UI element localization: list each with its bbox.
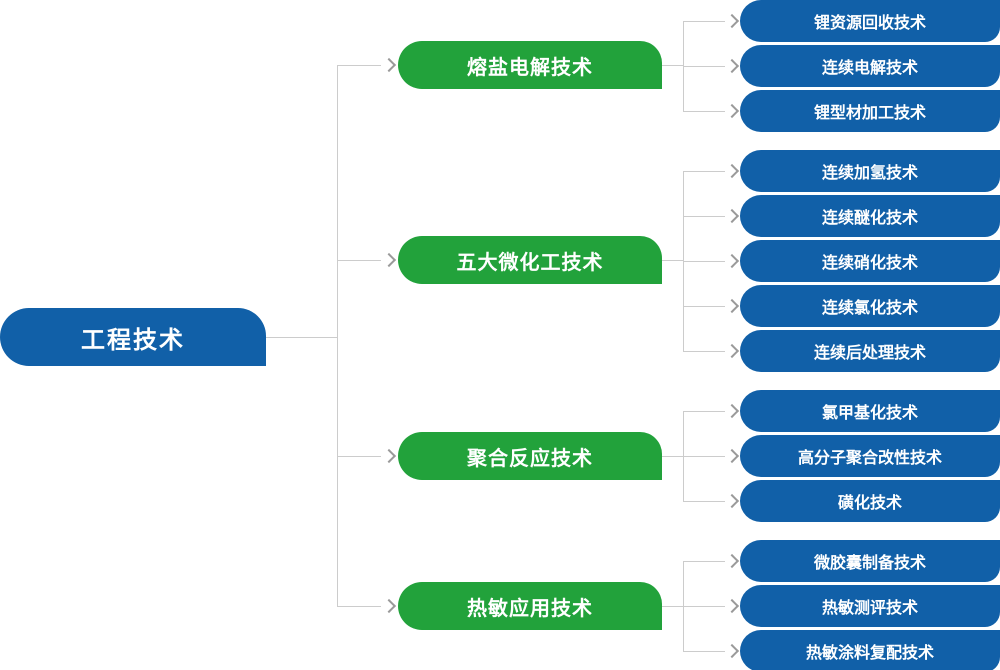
leaf-node: 连续氯化技术 — [740, 285, 1000, 327]
connector-line — [683, 171, 725, 172]
connector-line — [337, 65, 338, 606]
leaf-node: 连续电解技术 — [740, 45, 1000, 87]
connector-line — [266, 337, 337, 338]
connector-line — [683, 261, 725, 262]
connector-line — [683, 561, 725, 562]
chevron-right-icon — [381, 252, 397, 268]
leaf-node: 连续后处理技术 — [740, 330, 1000, 372]
chevron-right-icon — [724, 253, 740, 269]
chevron-right-icon — [381, 57, 397, 73]
chevron-right-icon — [724, 343, 740, 359]
chevron-right-icon — [724, 448, 740, 464]
chevron-right-icon — [724, 58, 740, 74]
chevron-right-icon — [381, 448, 397, 464]
connector-line — [337, 456, 381, 457]
leaf-node: 连续醚化技术 — [740, 195, 1000, 237]
connector-line — [683, 306, 725, 307]
leaf-node: 热敏涂料复配技术 — [740, 630, 1000, 670]
connector-line — [662, 456, 683, 457]
connector-line — [683, 501, 725, 502]
chevron-right-icon — [724, 493, 740, 509]
leaf-node: 连续硝化技术 — [740, 240, 1000, 282]
connector-line — [683, 351, 725, 352]
connector-line — [337, 606, 381, 607]
connector-line — [337, 65, 381, 66]
branch-node-molten-salt: 熔盐电解技术 — [398, 41, 662, 89]
leaf-node: 连续加氢技术 — [740, 150, 1000, 192]
leaf-node: 锂型材加工技术 — [740, 90, 1000, 132]
leaf-node: 锂资源回收技术 — [740, 0, 1000, 42]
chevron-right-icon — [724, 13, 740, 29]
chevron-right-icon — [724, 208, 740, 224]
connector-line — [683, 216, 725, 217]
leaf-node: 氯甲基化技术 — [740, 390, 1000, 432]
connector-line — [662, 65, 683, 66]
connector-line — [337, 260, 381, 261]
connector-line — [683, 651, 725, 652]
leaf-node: 热敏测评技术 — [740, 585, 1000, 627]
connector-line — [683, 21, 725, 22]
branch-node-polymerization: 聚合反应技术 — [398, 432, 662, 480]
chevron-right-icon — [724, 643, 740, 659]
chevron-right-icon — [724, 553, 740, 569]
root-node: 工程技术 — [0, 308, 266, 366]
chevron-right-icon — [724, 403, 740, 419]
chevron-right-icon — [381, 598, 397, 614]
branch-node-micro-chem: 五大微化工技术 — [398, 236, 662, 284]
connector-line — [683, 606, 725, 607]
chevron-right-icon — [724, 163, 740, 179]
chevron-right-icon — [724, 298, 740, 314]
connector-line — [683, 66, 725, 67]
connector-line — [662, 606, 683, 607]
connector-line — [683, 411, 725, 412]
connector-line — [662, 260, 683, 261]
chevron-right-icon — [724, 598, 740, 614]
connector-line — [683, 456, 725, 457]
leaf-node: 磺化技术 — [740, 480, 1000, 522]
leaf-node: 微胶囊制备技术 — [740, 540, 1000, 582]
leaf-node: 高分子聚合改性技术 — [740, 435, 1000, 477]
connector-line — [683, 111, 725, 112]
branch-node-thermal: 热敏应用技术 — [398, 582, 662, 630]
chevron-right-icon — [724, 103, 740, 119]
